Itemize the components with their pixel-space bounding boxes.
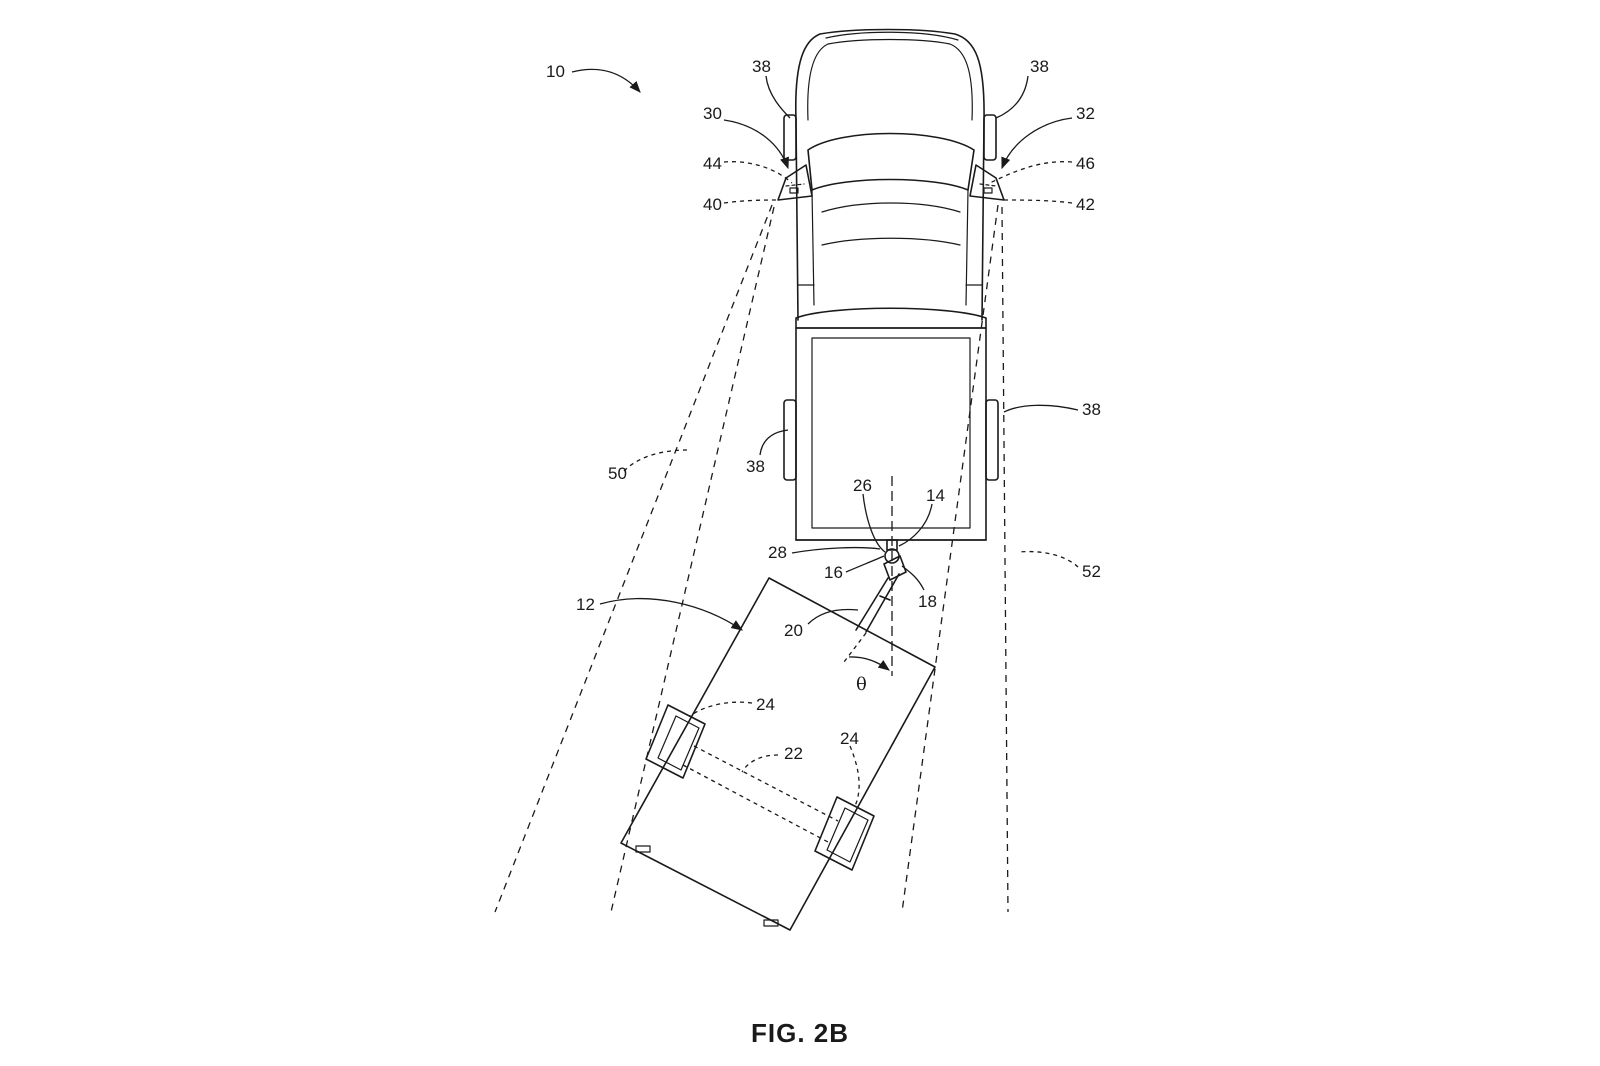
label-38-front-right: 38 xyxy=(1030,57,1049,76)
label-28: 28 xyxy=(768,543,787,562)
label-44: 44 xyxy=(703,154,722,173)
left-side-mirror xyxy=(777,164,813,201)
label-52: 52 xyxy=(1082,562,1101,581)
camera-field-of-view-lines xyxy=(494,204,1009,913)
label-38-rear-right: 38 xyxy=(1082,400,1101,419)
label-26: 26 xyxy=(853,476,872,495)
reference-numerals: 10 38 38 30 32 44 46 40 42 38 38 50 26 1… xyxy=(546,57,1101,763)
trailer-wheel-right xyxy=(814,796,875,871)
label-10: 10 xyxy=(546,62,565,81)
hitch-assembly xyxy=(855,539,907,633)
label-30: 30 xyxy=(703,104,722,123)
hitch-angle-indicator: θ xyxy=(843,632,890,695)
hitch-angle-symbol: θ xyxy=(856,674,867,695)
label-24-lower: 24 xyxy=(840,729,859,748)
label-12: 12 xyxy=(576,595,595,614)
label-42: 42 xyxy=(1076,195,1095,214)
label-14: 14 xyxy=(926,486,945,505)
label-18: 18 xyxy=(918,592,937,611)
trailer xyxy=(620,577,936,931)
label-40: 40 xyxy=(703,195,722,214)
leader-lines xyxy=(571,68,1079,807)
label-22: 22 xyxy=(784,744,803,763)
label-38-rear-left: 38 xyxy=(746,457,765,476)
trailer-wheel-left xyxy=(645,704,706,779)
label-16: 16 xyxy=(824,563,843,582)
label-38-front-left: 38 xyxy=(752,57,771,76)
label-20: 20 xyxy=(784,621,803,640)
label-50: 50 xyxy=(608,464,627,483)
figure-caption: FIG. 2B xyxy=(751,1018,849,1048)
right-side-mirror xyxy=(969,164,1005,201)
label-32: 32 xyxy=(1076,104,1095,123)
tow-vehicle xyxy=(783,28,999,541)
label-24-upper: 24 xyxy=(756,695,775,714)
label-46: 46 xyxy=(1076,154,1095,173)
